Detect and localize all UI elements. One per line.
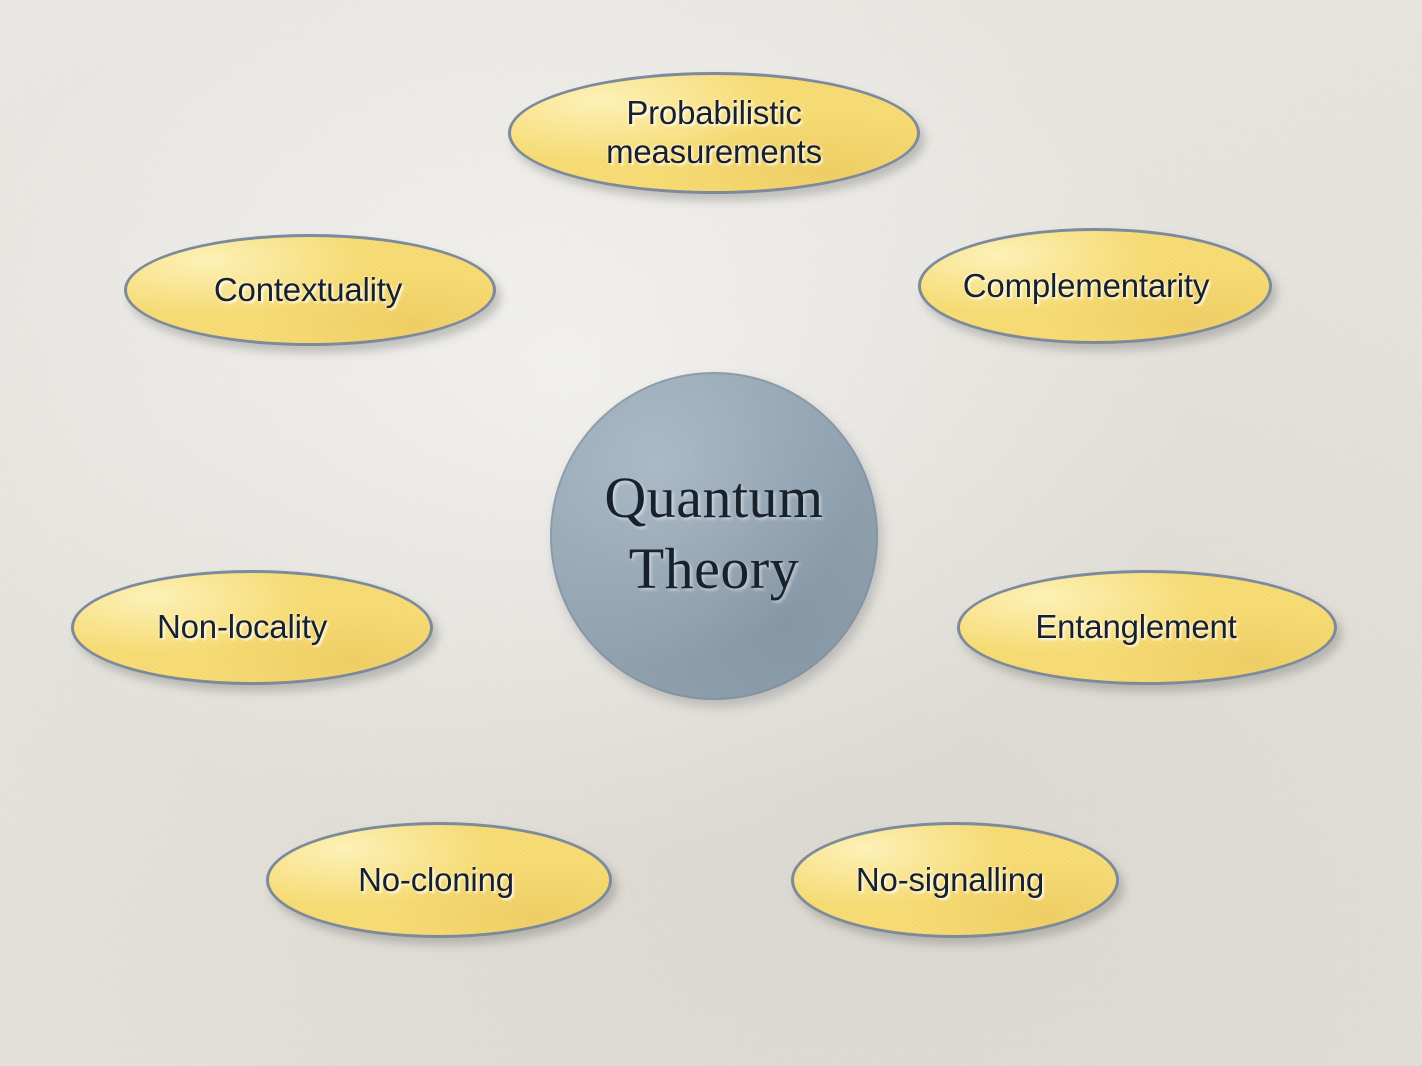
concept-label: Complementarity: [962, 266, 1210, 304]
concept-label: Entanglement: [1035, 608, 1237, 646]
concept-label: No-signalling: [855, 860, 1045, 898]
concept-node-probabilistic-measurements[interactable]: Probabilistic measurements: [508, 72, 920, 194]
concept-node-complementarity[interactable]: Complementarity: [918, 228, 1272, 344]
concept-node-no-cloning[interactable]: No-cloning: [266, 822, 612, 938]
concept-label: Probabilistic measurements: [606, 94, 822, 170]
concept-label: Contextuality: [213, 270, 403, 308]
concept-node-no-signalling[interactable]: No-signalling: [791, 822, 1119, 938]
concept-label: No-cloning: [358, 860, 514, 898]
concept-node-non-locality[interactable]: Non-locality: [71, 570, 433, 685]
concept-label: Non-locality: [157, 608, 327, 646]
concept-node-quantum-theory-center[interactable]: Quantum Theory: [550, 372, 878, 700]
concept-node-contextuality[interactable]: Contextuality: [124, 234, 496, 346]
center-label: Quantum Theory: [604, 465, 824, 601]
concept-node-entanglement[interactable]: Entanglement: [957, 570, 1337, 685]
